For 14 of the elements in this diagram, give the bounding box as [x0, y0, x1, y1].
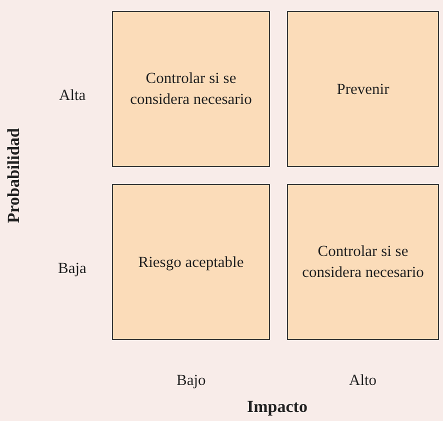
quadrant-box	[112, 184, 270, 340]
axis-label: Alta	[59, 87, 86, 105]
quadrant-box	[287, 184, 439, 340]
axis-label: Bajo	[176, 372, 206, 390]
axis-title: Probabilidad	[4, 128, 24, 223]
quadrant-text: Prevenir	[336, 80, 390, 100]
quadrant-box	[287, 11, 439, 167]
axis-label: Baja	[58, 260, 86, 278]
quadrant-text: Controlar si se considera necesario	[301, 242, 425, 283]
quadrant-text: Riesgo aceptable	[137, 252, 245, 272]
axis-title: Impacto	[247, 397, 308, 417]
quadrant-box	[112, 11, 270, 167]
axis-label: Alto	[349, 372, 377, 390]
quadrant-text: Controlar si se considera necesario	[129, 69, 253, 110]
